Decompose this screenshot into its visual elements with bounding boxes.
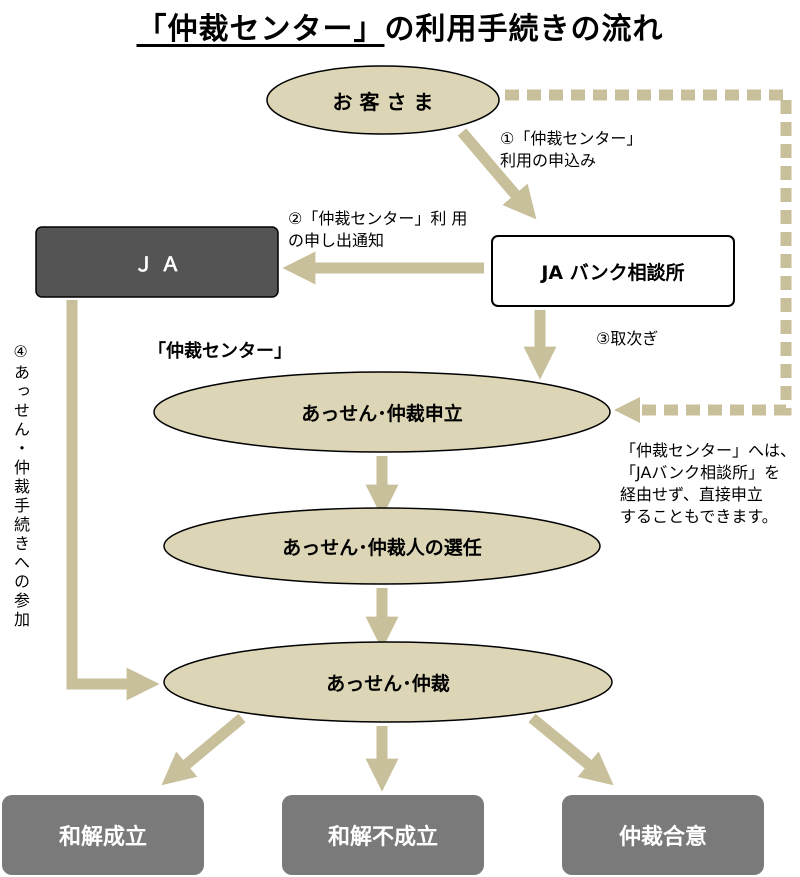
- note-line4: することもできます。: [620, 507, 778, 526]
- step1-line1: ①「仲裁センター」: [500, 129, 643, 148]
- page-title: 「仲裁センター」の利用手続きの流れ: [0, 4, 800, 48]
- consult-label: JA バンク相談所: [541, 261, 685, 284]
- apply-label: あっせん･仲裁申立: [301, 402, 463, 425]
- outcome2-label: 和解不成立: [327, 825, 438, 850]
- step1-label: ①「仲裁センター」 利用の申込み: [500, 128, 642, 172]
- step1-line2: 利用の申込み: [500, 151, 597, 170]
- arrow-customer-to-consult: [457, 128, 537, 220]
- outcome1-box: [2, 795, 204, 875]
- outcome3-box: [562, 795, 764, 875]
- select-ellipse: [163, 507, 601, 585]
- page-title-underlined: 「仲裁センター」: [136, 12, 385, 47]
- step2-line1: ②「仲裁センター」利 用: [288, 209, 468, 228]
- consult-box: [491, 235, 735, 307]
- center-heading: 「仲裁センター」: [148, 341, 292, 362]
- bypass-note: 「仲裁センター」へは、 「JAバンク相談所」を 経由せず、直接申立 することもで…: [620, 440, 796, 528]
- apply-ellipse: [153, 371, 611, 453]
- mediation-label: あっせん･仲裁: [326, 672, 450, 695]
- customer-label: お 客 さ ま: [332, 89, 434, 114]
- customer-ellipse: [266, 65, 500, 135]
- select-label: あっせん･仲裁人の選任: [282, 536, 482, 559]
- arrow-to-outcome3: [528, 713, 614, 786]
- note-line1: 「仲裁センター」へは、: [620, 441, 797, 460]
- ja-box: [35, 226, 279, 298]
- arrow-to-outcome1: [161, 713, 246, 786]
- note-line3: 経由せず、直接申立: [620, 485, 763, 504]
- note-line2: 「JAバンク相談所」を: [620, 463, 781, 482]
- step2-line2: の申し出通知: [288, 231, 385, 250]
- step3-label: ③取次ぎ: [596, 329, 659, 348]
- step2-label: ②「仲裁センター」利 用 の申し出通知: [288, 208, 467, 252]
- dashed-bypass-arrowhead: [614, 397, 640, 423]
- outcome1-label: 和解成立: [58, 825, 147, 850]
- mediation-ellipse: [163, 641, 613, 723]
- arrow-ja-to-mediation: [66, 300, 160, 701]
- ja-label: Ｊ Ａ: [133, 251, 181, 276]
- outcome2-box: [282, 795, 484, 875]
- step4-label: ④あっせん・仲裁手続きへの参加: [11, 342, 30, 630]
- page-title-rest: の利用手続きの流れ: [384, 12, 664, 47]
- outcome3-label: 仲裁合意: [618, 825, 707, 850]
- dashed-bypass-path: [505, 89, 792, 416]
